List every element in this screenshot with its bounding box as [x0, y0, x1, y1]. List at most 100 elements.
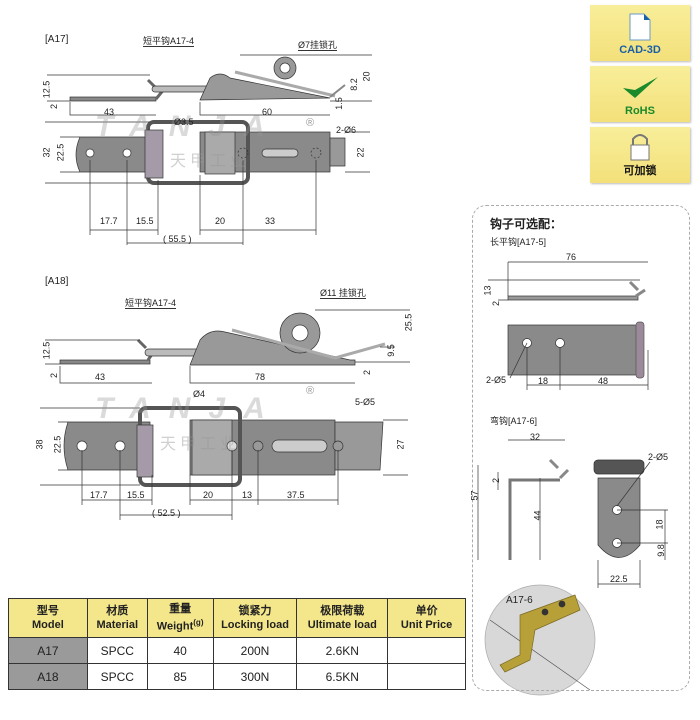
a17-6-drawing — [477, 439, 668, 588]
dim: 2 — [362, 369, 373, 376]
dim: 25.5 — [403, 313, 414, 332]
dim: 20 — [215, 216, 226, 226]
file-icon — [629, 13, 651, 41]
cell-material: SPCC — [86, 637, 148, 664]
dim: 78 — [255, 372, 266, 382]
dim: Ø3.5 — [174, 117, 194, 127]
dim: 17.7 — [100, 216, 118, 226]
dim: 22 — [355, 147, 366, 158]
dim: 33 — [265, 216, 276, 226]
registered-mark: ® — [306, 385, 315, 397]
cell-weight: 85 — [146, 663, 214, 690]
a18-front-view — [40, 406, 408, 520]
cell-ultimate-load: 6.5KN — [296, 663, 389, 690]
a17-5-drawing — [488, 261, 649, 390]
photo-label: A17-6 — [506, 595, 533, 606]
padlock-icon — [630, 134, 650, 161]
options-title: 钩子可选配： — [490, 217, 563, 231]
dim: 38 — [34, 439, 45, 450]
cell-material: SPCC — [86, 663, 148, 690]
dim: 20 — [361, 71, 372, 82]
dim: 15.5 — [136, 216, 154, 226]
dim: 20 — [203, 490, 214, 500]
cell-model: A17 — [8, 637, 88, 664]
dim: 9.5 — [385, 344, 396, 357]
dim: 13 — [242, 490, 253, 500]
cell-locking-load: 200N — [212, 637, 298, 664]
lockable-badge: 可加锁 — [590, 127, 690, 183]
a18-lock-hole: Ø11 挂锁孔 — [320, 288, 366, 299]
dim: 18 — [538, 376, 549, 386]
dim: 15.5 — [127, 490, 145, 500]
a18-title: [A18] — [45, 276, 69, 287]
a17-side-view — [47, 54, 372, 116]
cell-model: A18 — [8, 663, 88, 690]
dim: 43 — [95, 372, 106, 382]
dim: 27 — [395, 439, 406, 450]
cell-ultimate-load: 2.6KN — [296, 637, 389, 664]
dim: 12.5 — [41, 80, 52, 99]
dim: 22.5 — [55, 143, 66, 162]
dim: 57 — [469, 490, 480, 501]
dim: 12.5 — [41, 341, 52, 360]
badge-label: RoHS — [625, 105, 655, 117]
dim: 22.5 — [610, 574, 628, 584]
watermark-brand: TANJA — [95, 392, 283, 425]
a17-hook-label: 短平钩A17-4 — [143, 36, 195, 47]
dim: 2-Ø5 — [486, 375, 507, 385]
dim: 2 — [491, 477, 502, 484]
dim: 44 — [532, 510, 543, 521]
badge-label: 可加锁 — [623, 165, 657, 177]
rohs-badge: RoHS — [590, 66, 690, 122]
optional-hooks-panel — [472, 205, 690, 691]
a17-title: [A17] — [45, 34, 69, 45]
cad-3d-badge[interactable]: CAD-3D — [590, 5, 690, 61]
cell-unit-price — [387, 663, 466, 690]
badge-label: CAD-3D — [619, 44, 661, 56]
dim: 8.2 — [348, 78, 359, 91]
dim: ( 55.5 ) — [163, 234, 192, 244]
cell-weight: 40 — [146, 637, 214, 664]
cell-locking-load: 300N — [212, 663, 298, 690]
a17-5-title: 长平钩[A17-5] — [490, 237, 547, 247]
watermark-brand: TANJA — [95, 110, 283, 143]
dim: 76 — [566, 252, 577, 262]
a17-lock-hole: Ø7挂锁孔 — [298, 40, 338, 51]
a17-6-photo — [484, 584, 596, 696]
dim: 2 — [49, 372, 60, 379]
cell-unit-price — [387, 637, 466, 664]
check-icon — [623, 77, 658, 98]
dim: 2-Ø5 — [648, 452, 669, 462]
dim: 17.7 — [90, 490, 108, 500]
watermark-cn: 天甲工业 — [160, 436, 241, 453]
dim: 5-Ø5 — [355, 397, 376, 407]
dim: 13 — [482, 285, 493, 296]
dim: 32 — [530, 432, 541, 442]
dim: 37.5 — [287, 490, 305, 500]
a18-hook-label: 短平钩A17-4 — [125, 298, 177, 309]
registered-mark: ® — [306, 117, 315, 129]
dim: Ø4 — [193, 389, 206, 399]
dim: 2-Ø6 — [336, 125, 357, 135]
dim: 18 — [654, 519, 665, 530]
dim: 43 — [104, 107, 115, 117]
dim: 60 — [262, 107, 273, 117]
a17-front-view — [45, 120, 370, 245]
table-row: A17 SPCC 40 200N 2.6KN — [8, 637, 466, 664]
dim: 2 — [49, 103, 60, 110]
dim: 2 — [491, 300, 502, 307]
dim: 22.5 — [52, 435, 63, 454]
dim: ( 52.5 ) — [152, 508, 181, 518]
a17-6-title: 弯钩[A17-6] — [490, 416, 538, 426]
dim: 48 — [598, 376, 609, 386]
watermark-cn: 天甲工业 — [170, 153, 251, 170]
